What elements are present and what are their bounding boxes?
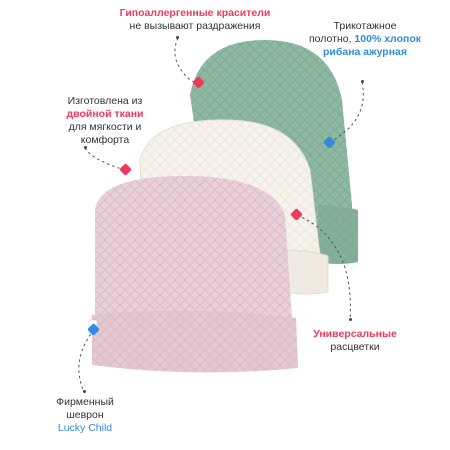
- connector-dot: [84, 146, 87, 149]
- label-double-fabric-highlight: двойной ткани: [66, 108, 144, 120]
- label-double-fabric-line3: для мягкости и: [68, 121, 142, 133]
- label-chevron-line1: Фирменный: [56, 396, 114, 408]
- label-chevron: Фирменный шеврон Lucky Child: [40, 396, 130, 435]
- connector-dot: [361, 80, 364, 83]
- label-knit: Трикотажное полотно, 100% хлопок рибана …: [300, 20, 430, 59]
- connector-dot: [83, 390, 86, 393]
- label-knit-line2-highlight: 100% хлопок: [354, 33, 421, 45]
- label-universal-highlight: Универсальные: [313, 328, 397, 340]
- label-double-fabric-line1: Изготовлена из: [67, 95, 143, 107]
- label-chevron-highlight: Lucky Child: [57, 422, 113, 434]
- label-double-fabric-line4: комфорта: [80, 134, 130, 146]
- connector-dot: [176, 36, 179, 39]
- label-universal: Универсальные расцветки: [305, 328, 405, 354]
- label-chevron-line2: шеврон: [66, 409, 104, 421]
- label-knit-line2-prefix: полотно,: [308, 33, 352, 45]
- label-universal-text: расцветки: [330, 341, 380, 353]
- label-knit-line3: рибана ажурная: [323, 46, 407, 58]
- pink-hat: [88, 176, 298, 373]
- label-knit-line1: Трикотажное: [333, 20, 397, 32]
- label-hypoallergenic-highlight: Гипоаллергенные красители: [119, 7, 271, 19]
- label-double-fabric: Изготовлена из двойной ткани для мягкост…: [50, 95, 160, 147]
- label-hypoallergenic: Гипоаллергенные красители не вызывают ра…: [100, 7, 290, 33]
- label-hypoallergenic-text: не вызывают раздражения: [129, 20, 261, 32]
- connector-dot: [349, 318, 352, 321]
